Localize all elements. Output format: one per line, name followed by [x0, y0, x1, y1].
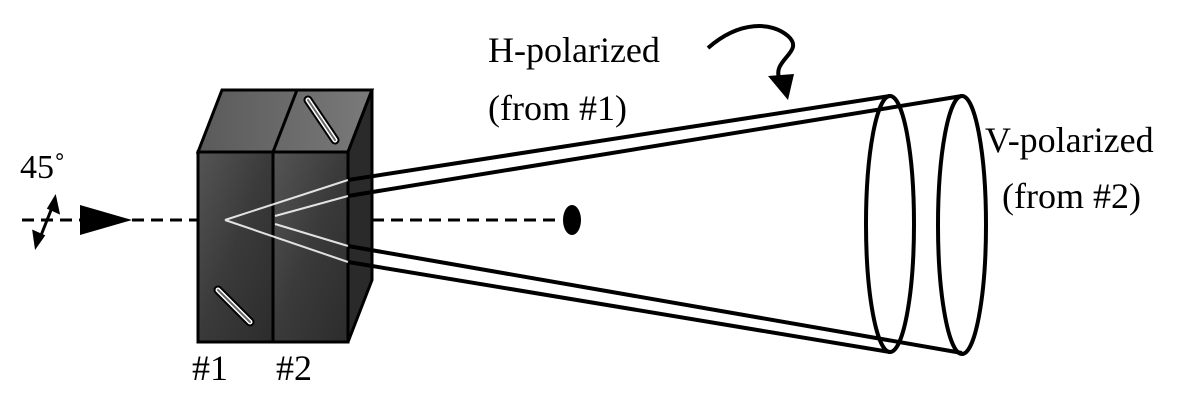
v-polarized-label: V-polarized: [985, 120, 1154, 160]
v-source-label: (from #2): [1002, 176, 1141, 216]
crystal-1-label: #1: [192, 348, 228, 388]
optic-axis-icon-1: [213, 285, 255, 327]
central-beam: [372, 205, 581, 235]
crystal-side-face: [346, 89, 374, 343]
crystal-pair: [195, 88, 375, 344]
h-polarized-label: H-polarized: [488, 30, 660, 70]
v-polarized-cone: [347, 94, 988, 356]
input-polarization-icon: [32, 193, 61, 250]
beam-arrowhead-icon: [80, 205, 132, 235]
crystal-2-label: #2: [276, 348, 312, 388]
h-polarized-cone: [347, 94, 916, 354]
pointer-arrow-icon: [706, 24, 796, 100]
input-angle-label: 45˚: [20, 149, 66, 186]
central-spot: [563, 205, 581, 235]
optic-axis-icon-2: [303, 95, 340, 145]
crystal-2-front: [271, 150, 350, 344]
h-source-label: (from #1): [488, 88, 627, 128]
